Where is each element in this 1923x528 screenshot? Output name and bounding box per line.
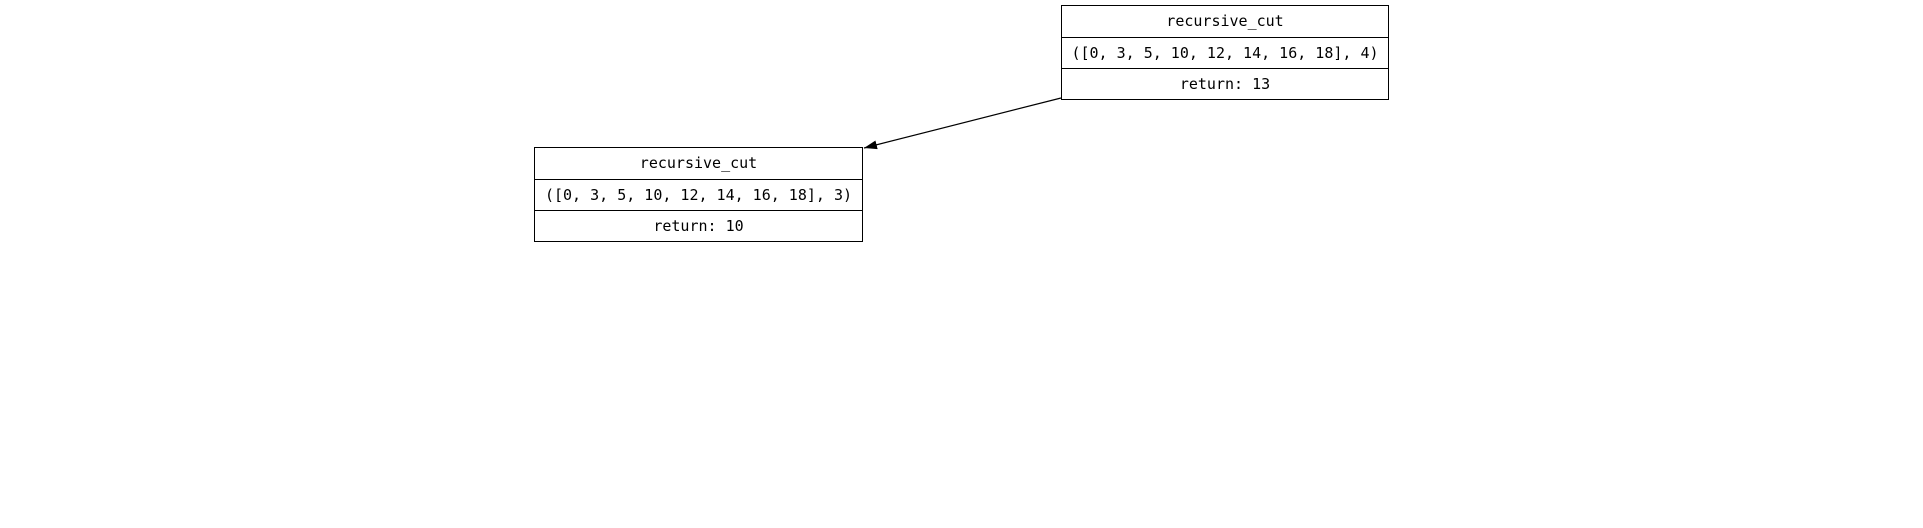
return-value: return: 10 [535,210,862,241]
function-name: recursive_cut [1166,12,1284,30]
function-name: recursive_cut [639,154,758,172]
call-args: ([0, 3, 5, 10, 12, 14, 16, 18], 4) [1062,37,1388,68]
call-node-root: recursive_cut ([0, 3, 5, 10, 12, 14, 16,… [1061,5,1389,100]
call-edge-arrow [863,97,1062,150]
call-args: ([0, 3, 5, 10, 12, 14, 16, 18], 3) [535,179,862,210]
return-value: return: 13 [1062,68,1388,99]
call-node-child: recursive_cut ([0, 3, 5, 10, 12, 14, 16,… [534,147,863,242]
